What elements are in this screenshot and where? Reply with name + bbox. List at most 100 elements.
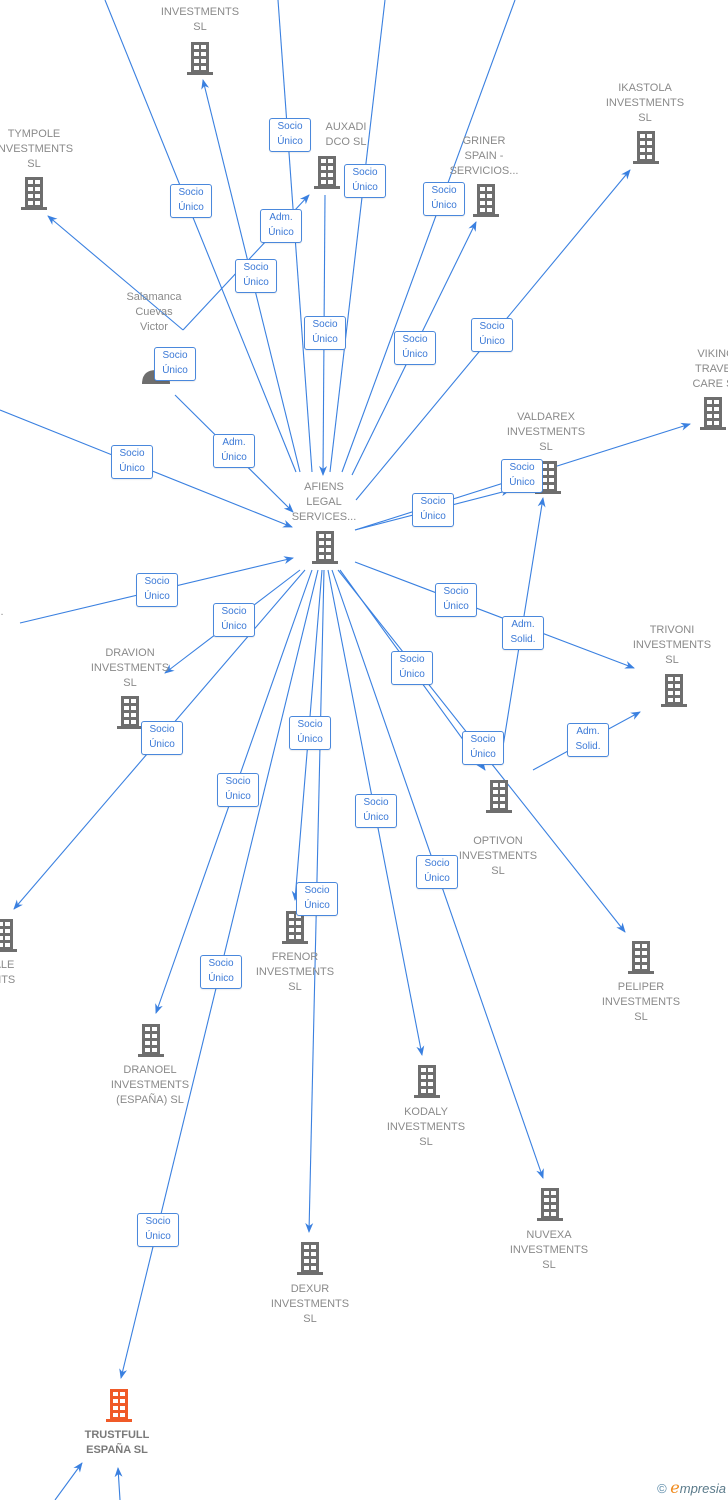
building-icon[interactable] — [629, 129, 663, 170]
node-left-partial[interactable]: A TS... — [0, 575, 47, 620]
building-icon[interactable] — [410, 1063, 444, 1104]
node-viking[interactable]: VIKINGTRAVELCARE SL — [661, 347, 728, 392]
logo-initial: e — [670, 1478, 680, 1497]
relationship-badge[interactable]: Adm.Único — [213, 434, 255, 468]
badge-text: Socio — [352, 167, 378, 178]
building-icon[interactable] — [657, 672, 691, 713]
badge-text: Adm. — [576, 726, 600, 737]
building-icon[interactable] — [113, 694, 147, 735]
node-label-line: INVESTMENTS — [509, 1244, 589, 1256]
node-label-line: TS... — [0, 606, 4, 618]
badge-text: Solid. — [575, 741, 601, 752]
badge-text: Solid. — [510, 634, 536, 645]
node-label-line: NDALE — [0, 959, 15, 971]
relationship-badge[interactable]: Adm. Solid. — [567, 723, 609, 757]
building-icon[interactable] — [624, 939, 658, 980]
node-label-line: TRIVONI — [649, 624, 695, 636]
edge-line — [104, 0, 297, 473]
empresia-logo: © empresia — [657, 1478, 726, 1497]
node-ndale[interactable]: NDALEMENTSL — [0, 958, 51, 1003]
badge-text: Único — [145, 1231, 171, 1242]
building-icon[interactable] — [310, 154, 344, 195]
building-icon[interactable] — [278, 909, 312, 950]
relationship-badge[interactable]: Adm.Solid. — [502, 616, 544, 650]
badge-text: Único — [277, 136, 303, 147]
building-icon[interactable] — [17, 175, 51, 216]
node-label-line: AUXADI — [325, 121, 367, 133]
badge-text: Único — [144, 591, 170, 602]
building-icon[interactable] — [531, 459, 565, 500]
node-label-line: INVESTMENTS — [458, 850, 538, 862]
edge-line — [54, 1462, 83, 1500]
badge-text: Único — [352, 182, 378, 193]
relationship-badge[interactable]: Adm.Único — [260, 209, 302, 243]
badge-text: Socio — [243, 262, 269, 273]
badge-text: Socio — [208, 958, 234, 969]
node-label-line: SL — [634, 1011, 648, 1023]
building-icon[interactable] — [533, 1186, 567, 1227]
building-icon[interactable] — [482, 778, 516, 819]
badge-text: Único — [304, 900, 330, 911]
building-icon[interactable] — [134, 1022, 168, 1063]
node-label-line: INVESTMENTS — [270, 1298, 350, 1310]
building-icon[interactable] — [469, 182, 503, 223]
badge-text: Socio — [149, 724, 175, 735]
building-icon[interactable] — [293, 1240, 327, 1281]
building-icon[interactable] — [696, 395, 728, 436]
node-label-line: DRAVION — [105, 647, 155, 659]
node-label-line: ESPAÑA SL — [86, 1444, 148, 1456]
building-icon[interactable] — [102, 1387, 136, 1428]
building-icon[interactable] — [0, 917, 21, 958]
node-label-line: CARE SL — [692, 378, 728, 390]
badge-text: Único — [119, 463, 145, 474]
building-icon[interactable] — [308, 529, 342, 570]
building-icon[interactable] — [183, 40, 217, 81]
